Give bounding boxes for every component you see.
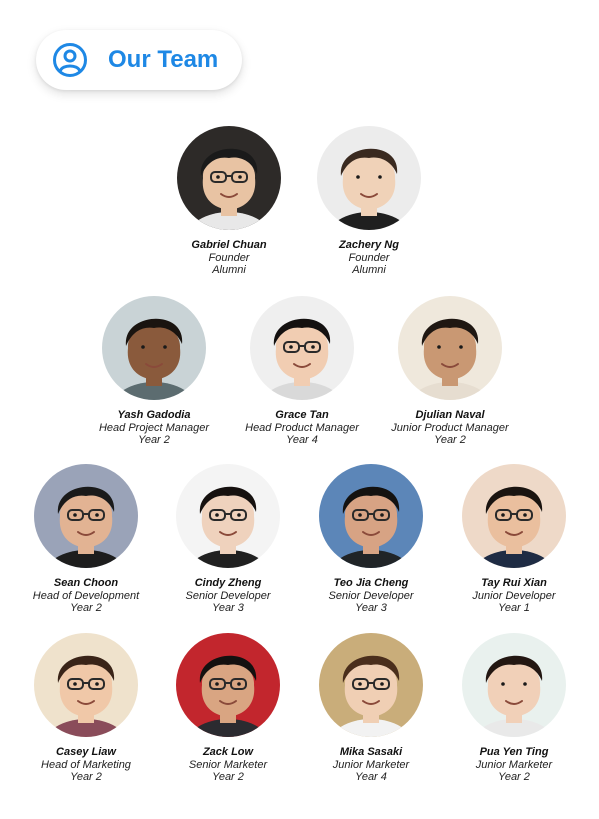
member-year: Year 4 <box>355 771 387 783</box>
member-name: Cindy Zheng <box>194 577 262 589</box>
member-year: Alumni <box>212 264 246 276</box>
member-year: Year 1 <box>498 602 530 614</box>
member-year: Year 2 <box>498 771 530 783</box>
member-name: Teo Jia Cheng <box>333 577 409 589</box>
member-name: Gabriel Chuan <box>191 239 267 251</box>
member-year: Year 2 <box>70 602 102 614</box>
glasses-icon <box>352 678 390 690</box>
member-photo <box>398 296 502 400</box>
member-role: Junior Developer <box>472 590 556 602</box>
member-year: Year 3 <box>212 602 244 614</box>
member-photo <box>462 633 566 737</box>
member-photo <box>319 464 423 568</box>
member-year: Year 2 <box>138 434 170 446</box>
member-year: Alumni <box>352 264 386 276</box>
member-photo <box>317 126 421 230</box>
glasses-icon <box>352 509 390 521</box>
member-name: Casey Liaw <box>56 746 116 758</box>
member-photo <box>176 464 280 568</box>
title-card: Our Team <box>36 30 242 90</box>
member-name: Pua Yen Ting <box>479 746 549 758</box>
member-photo <box>102 296 206 400</box>
member-name: Sean Choon <box>53 577 119 589</box>
member-name: Yash Gadodia <box>117 409 191 421</box>
glasses-icon <box>209 509 247 521</box>
glasses-icon <box>283 341 321 353</box>
member-role: Head Project Manager <box>98 422 210 434</box>
user-circle-icon <box>53 43 87 77</box>
member-photo <box>34 633 138 737</box>
member-photo <box>250 296 354 400</box>
member-year: Year 4 <box>286 434 318 446</box>
member-name: Zack Low <box>202 746 254 758</box>
member-name: Djulian Naval <box>415 409 485 421</box>
member-role: Senior Developer <box>185 590 271 602</box>
member-photo <box>462 464 566 568</box>
member-role: Junior Product Manager <box>391 422 509 434</box>
member-photo <box>34 464 138 568</box>
member-role: Senior Developer <box>328 590 414 602</box>
member-year: Year 2 <box>212 771 244 783</box>
glasses-icon <box>210 171 248 183</box>
member-role: Head of Development <box>32 590 140 602</box>
member-name: Tay Rui Xian <box>481 577 547 589</box>
member-role: Junior Marketer <box>332 759 410 771</box>
glasses-icon <box>495 509 533 521</box>
glasses-icon <box>67 509 105 521</box>
member-photo <box>176 633 280 737</box>
member-year: Year 2 <box>434 434 466 446</box>
member-role: Head Product Manager <box>245 422 359 434</box>
member-role: Junior Marketer <box>475 759 553 771</box>
glasses-icon <box>67 678 105 690</box>
glasses-icon <box>209 678 247 690</box>
member-role: Senior Marketer <box>188 759 268 771</box>
member-name: Zachery Ng <box>339 239 399 251</box>
member-name: Grace Tan <box>275 409 329 421</box>
member-photo <box>177 126 281 230</box>
member-role: Founder <box>208 252 250 264</box>
member-year: Year 2 <box>70 771 102 783</box>
member-name: Mika Sasaki <box>339 746 403 758</box>
member-role: Head of Marketing <box>41 759 131 771</box>
member-photo <box>319 633 423 737</box>
page-title: Our Team <box>108 46 219 73</box>
member-year: Year 3 <box>355 602 387 614</box>
member-role: Founder <box>348 252 390 264</box>
